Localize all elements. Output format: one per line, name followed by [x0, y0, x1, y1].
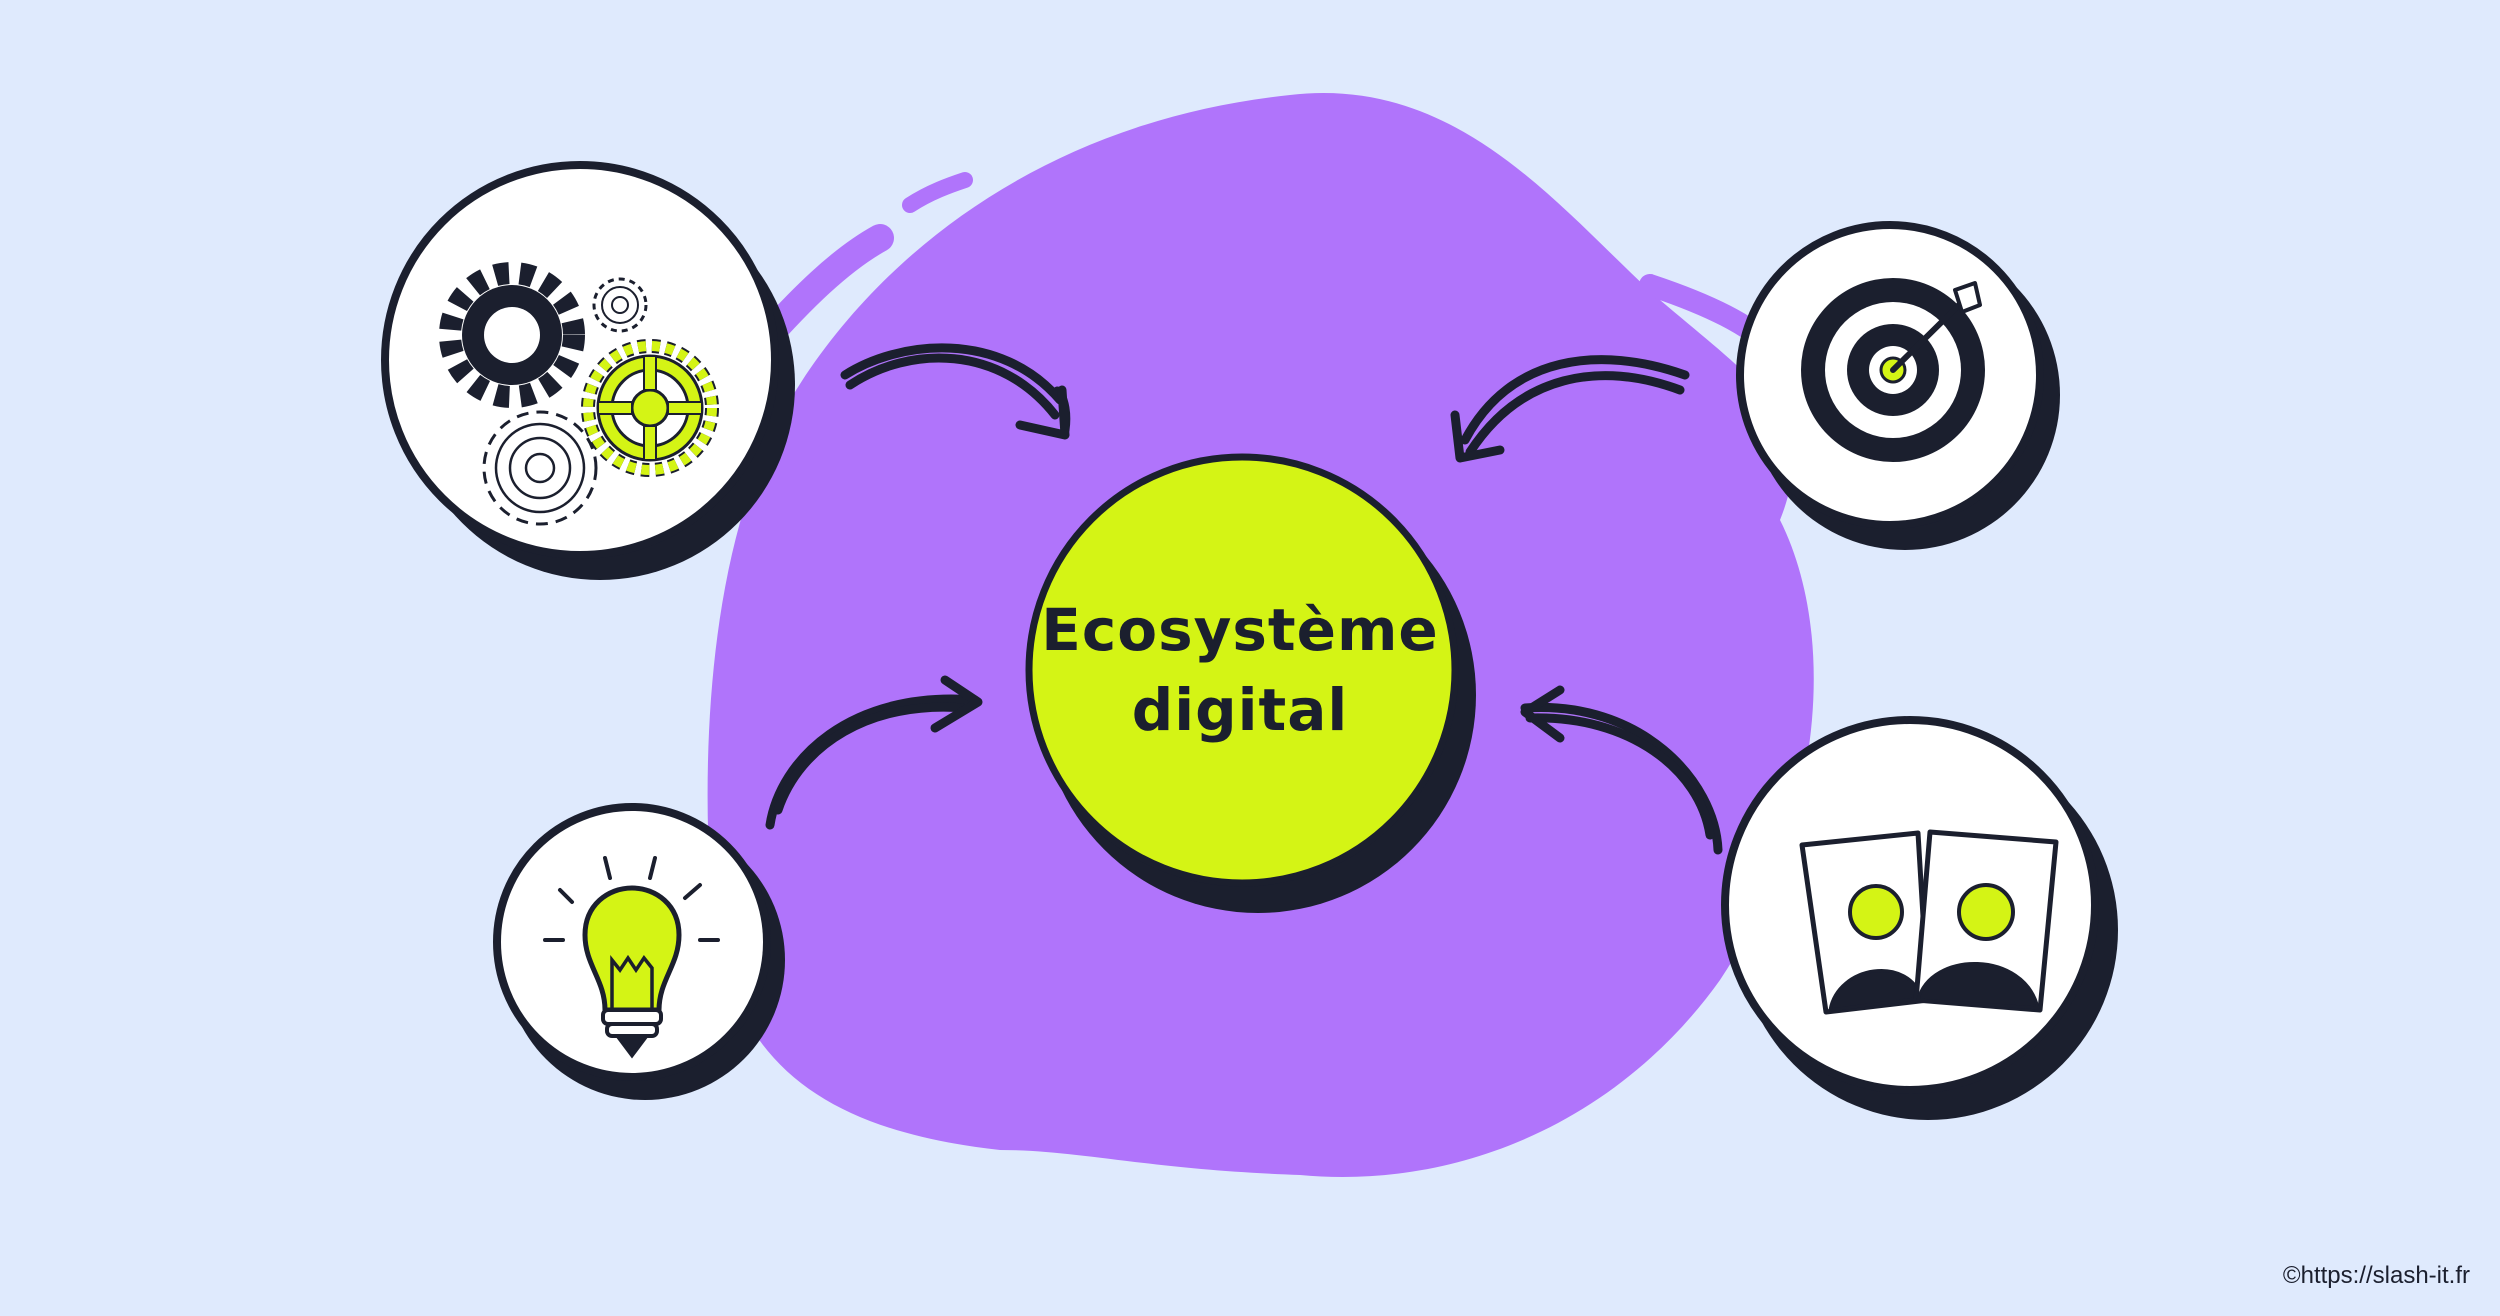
center-label-line1: Ecosystème	[1041, 596, 1439, 664]
arrow-gears-to-center	[840, 343, 1071, 440]
center-label: Ecosystème digital	[1030, 590, 1450, 750]
node-gears	[381, 161, 795, 580]
arrow-idea-to-center	[765, 675, 983, 830]
lightbulb-icon	[543, 856, 720, 1059]
center-node	[1025, 453, 1476, 913]
center-label-line2: digital	[1131, 676, 1349, 744]
node-target	[1736, 221, 2060, 550]
arrow-people-to-center	[1520, 685, 1723, 855]
node-people	[1721, 716, 2118, 1120]
gears-icon	[439, 262, 719, 526]
arrow-target-to-center	[1450, 355, 1690, 463]
copyright-text: ©https://slash-it.fr	[2282, 1262, 2470, 1289]
node-idea	[493, 803, 785, 1100]
target-icon	[1801, 278, 1985, 462]
people-cards-icon	[1799, 829, 2059, 1015]
